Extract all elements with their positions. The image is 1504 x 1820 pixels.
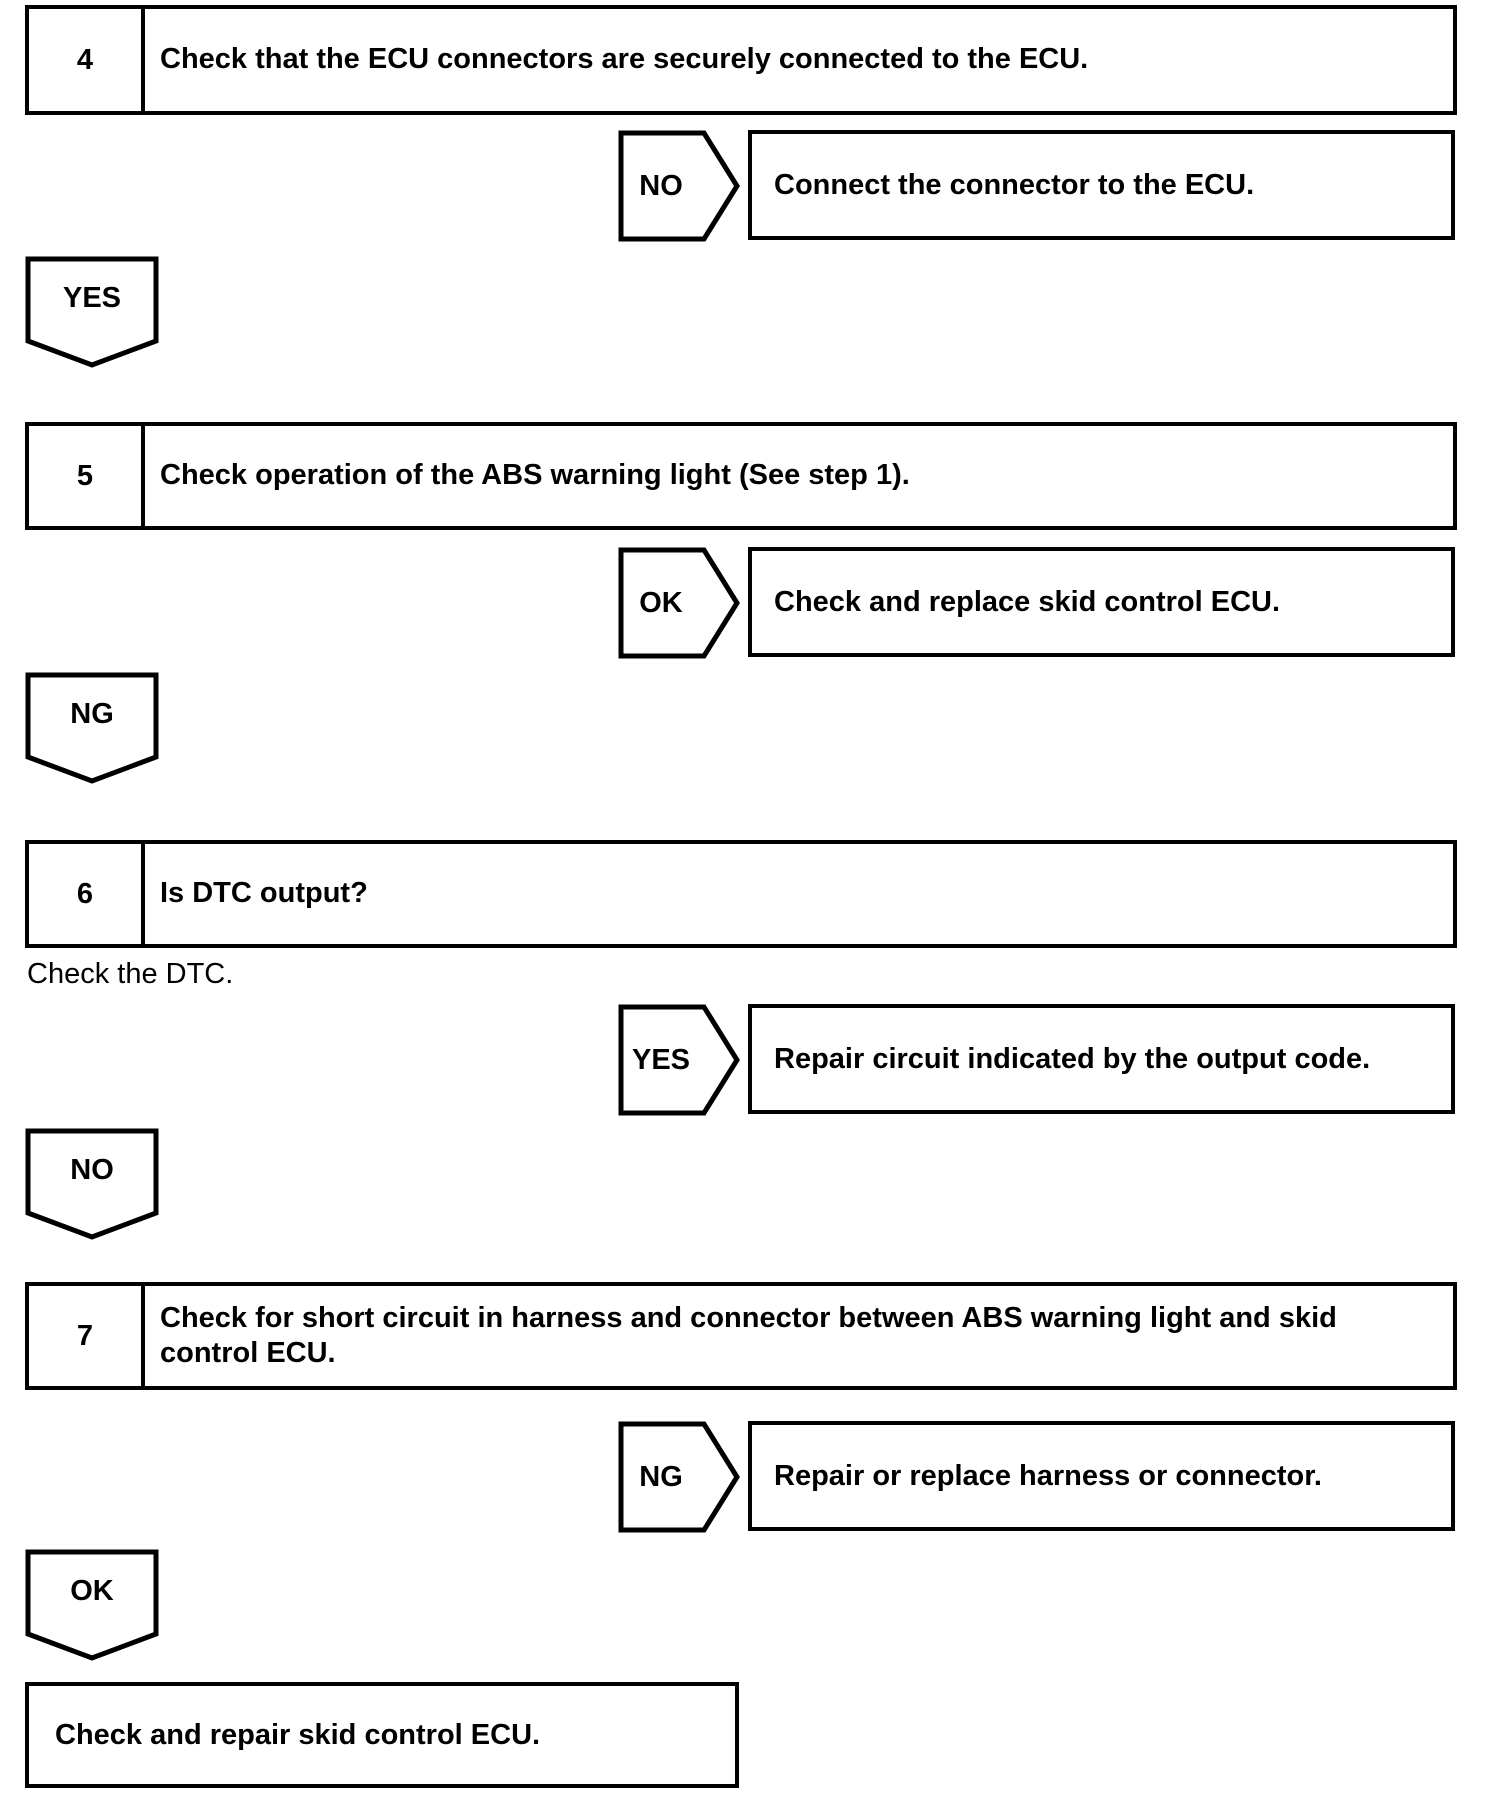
- right-arrow-pentagon-icon: [618, 1421, 740, 1533]
- step-6-continue-label: NO: [70, 1154, 114, 1186]
- step-4-number: 4: [29, 9, 145, 111]
- step-7-continue-label: OK: [70, 1575, 114, 1607]
- right-arrow-pentagon-icon: [618, 130, 740, 242]
- final-action-box: Check and repair skid control ECU.: [25, 1682, 739, 1788]
- step-7-branch-label: NG: [639, 1460, 683, 1493]
- step-6-box: 6 Is DTC output?: [25, 840, 1457, 948]
- step-7-branch-arrow: NG: [618, 1421, 740, 1533]
- down-arrow-pentagon-icon: [25, 1128, 159, 1240]
- step-5-branch-action: Check and replace skid control ECU.: [774, 585, 1281, 618]
- step-7-branch-action-box: Repair or replace harness or connector.: [748, 1421, 1455, 1531]
- step-5-branch-label: OK: [639, 586, 683, 619]
- step-7-continue-arrow: OK: [25, 1549, 159, 1661]
- step-5-continue-arrow: NG: [25, 672, 159, 784]
- right-arrow-pentagon-icon: [618, 1004, 740, 1116]
- down-arrow-pentagon-icon: [25, 1549, 159, 1661]
- down-arrow-pentagon-icon: [25, 672, 159, 784]
- step-5-question: Check operation of the ABS warning light…: [160, 459, 910, 492]
- right-arrow-pentagon-icon: [618, 547, 740, 659]
- step-6-question: Is DTC output?: [160, 877, 368, 910]
- step-7-number: 7: [29, 1286, 145, 1386]
- step-5-branch-arrow: OK: [618, 547, 740, 659]
- step-4-box: 4 Check that the ECU connectors are secu…: [25, 5, 1457, 115]
- step-7-question: Check for short circuit in harness and c…: [160, 1301, 1337, 1369]
- step-6-continue-arrow: NO: [25, 1128, 159, 1240]
- step-4-branch-action-box: Connect the connector to the ECU.: [748, 130, 1455, 240]
- step-6-number: 6: [29, 844, 145, 944]
- step-4-continue-label: YES: [62, 282, 122, 314]
- step-6-note: Check the DTC.: [27, 958, 234, 990]
- step-6-branch-arrow: YES: [618, 1004, 740, 1116]
- step-5-branch-action-box: Check and replace skid control ECU.: [748, 547, 1455, 657]
- step-7-box: 7 Check for short circuit in harness and…: [25, 1282, 1457, 1390]
- step-4-branch-action: Connect the connector to the ECU.: [774, 168, 1255, 201]
- step-4-question: Check that the ECU connectors are secure…: [160, 43, 1089, 76]
- down-arrow-pentagon-icon: [25, 256, 159, 368]
- final-action-text: Check and repair skid control ECU.: [55, 1718, 541, 1751]
- step-4-continue-arrow: YES: [25, 256, 159, 368]
- step-5-number: 5: [29, 426, 145, 526]
- step-5-box: 5 Check operation of the ABS warning lig…: [25, 422, 1457, 530]
- step-4-branch-label: NO: [639, 169, 683, 202]
- step-6-branch-label: YES: [631, 1043, 691, 1076]
- step-6-branch-action: Repair circuit indicated by the output c…: [774, 1042, 1371, 1075]
- step-7-branch-action: Repair or replace harness or connector.: [774, 1459, 1322, 1492]
- step-5-continue-label: NG: [70, 698, 114, 730]
- step-4-branch-arrow: NO: [618, 130, 740, 242]
- step-6-branch-action-box: Repair circuit indicated by the output c…: [748, 1004, 1455, 1114]
